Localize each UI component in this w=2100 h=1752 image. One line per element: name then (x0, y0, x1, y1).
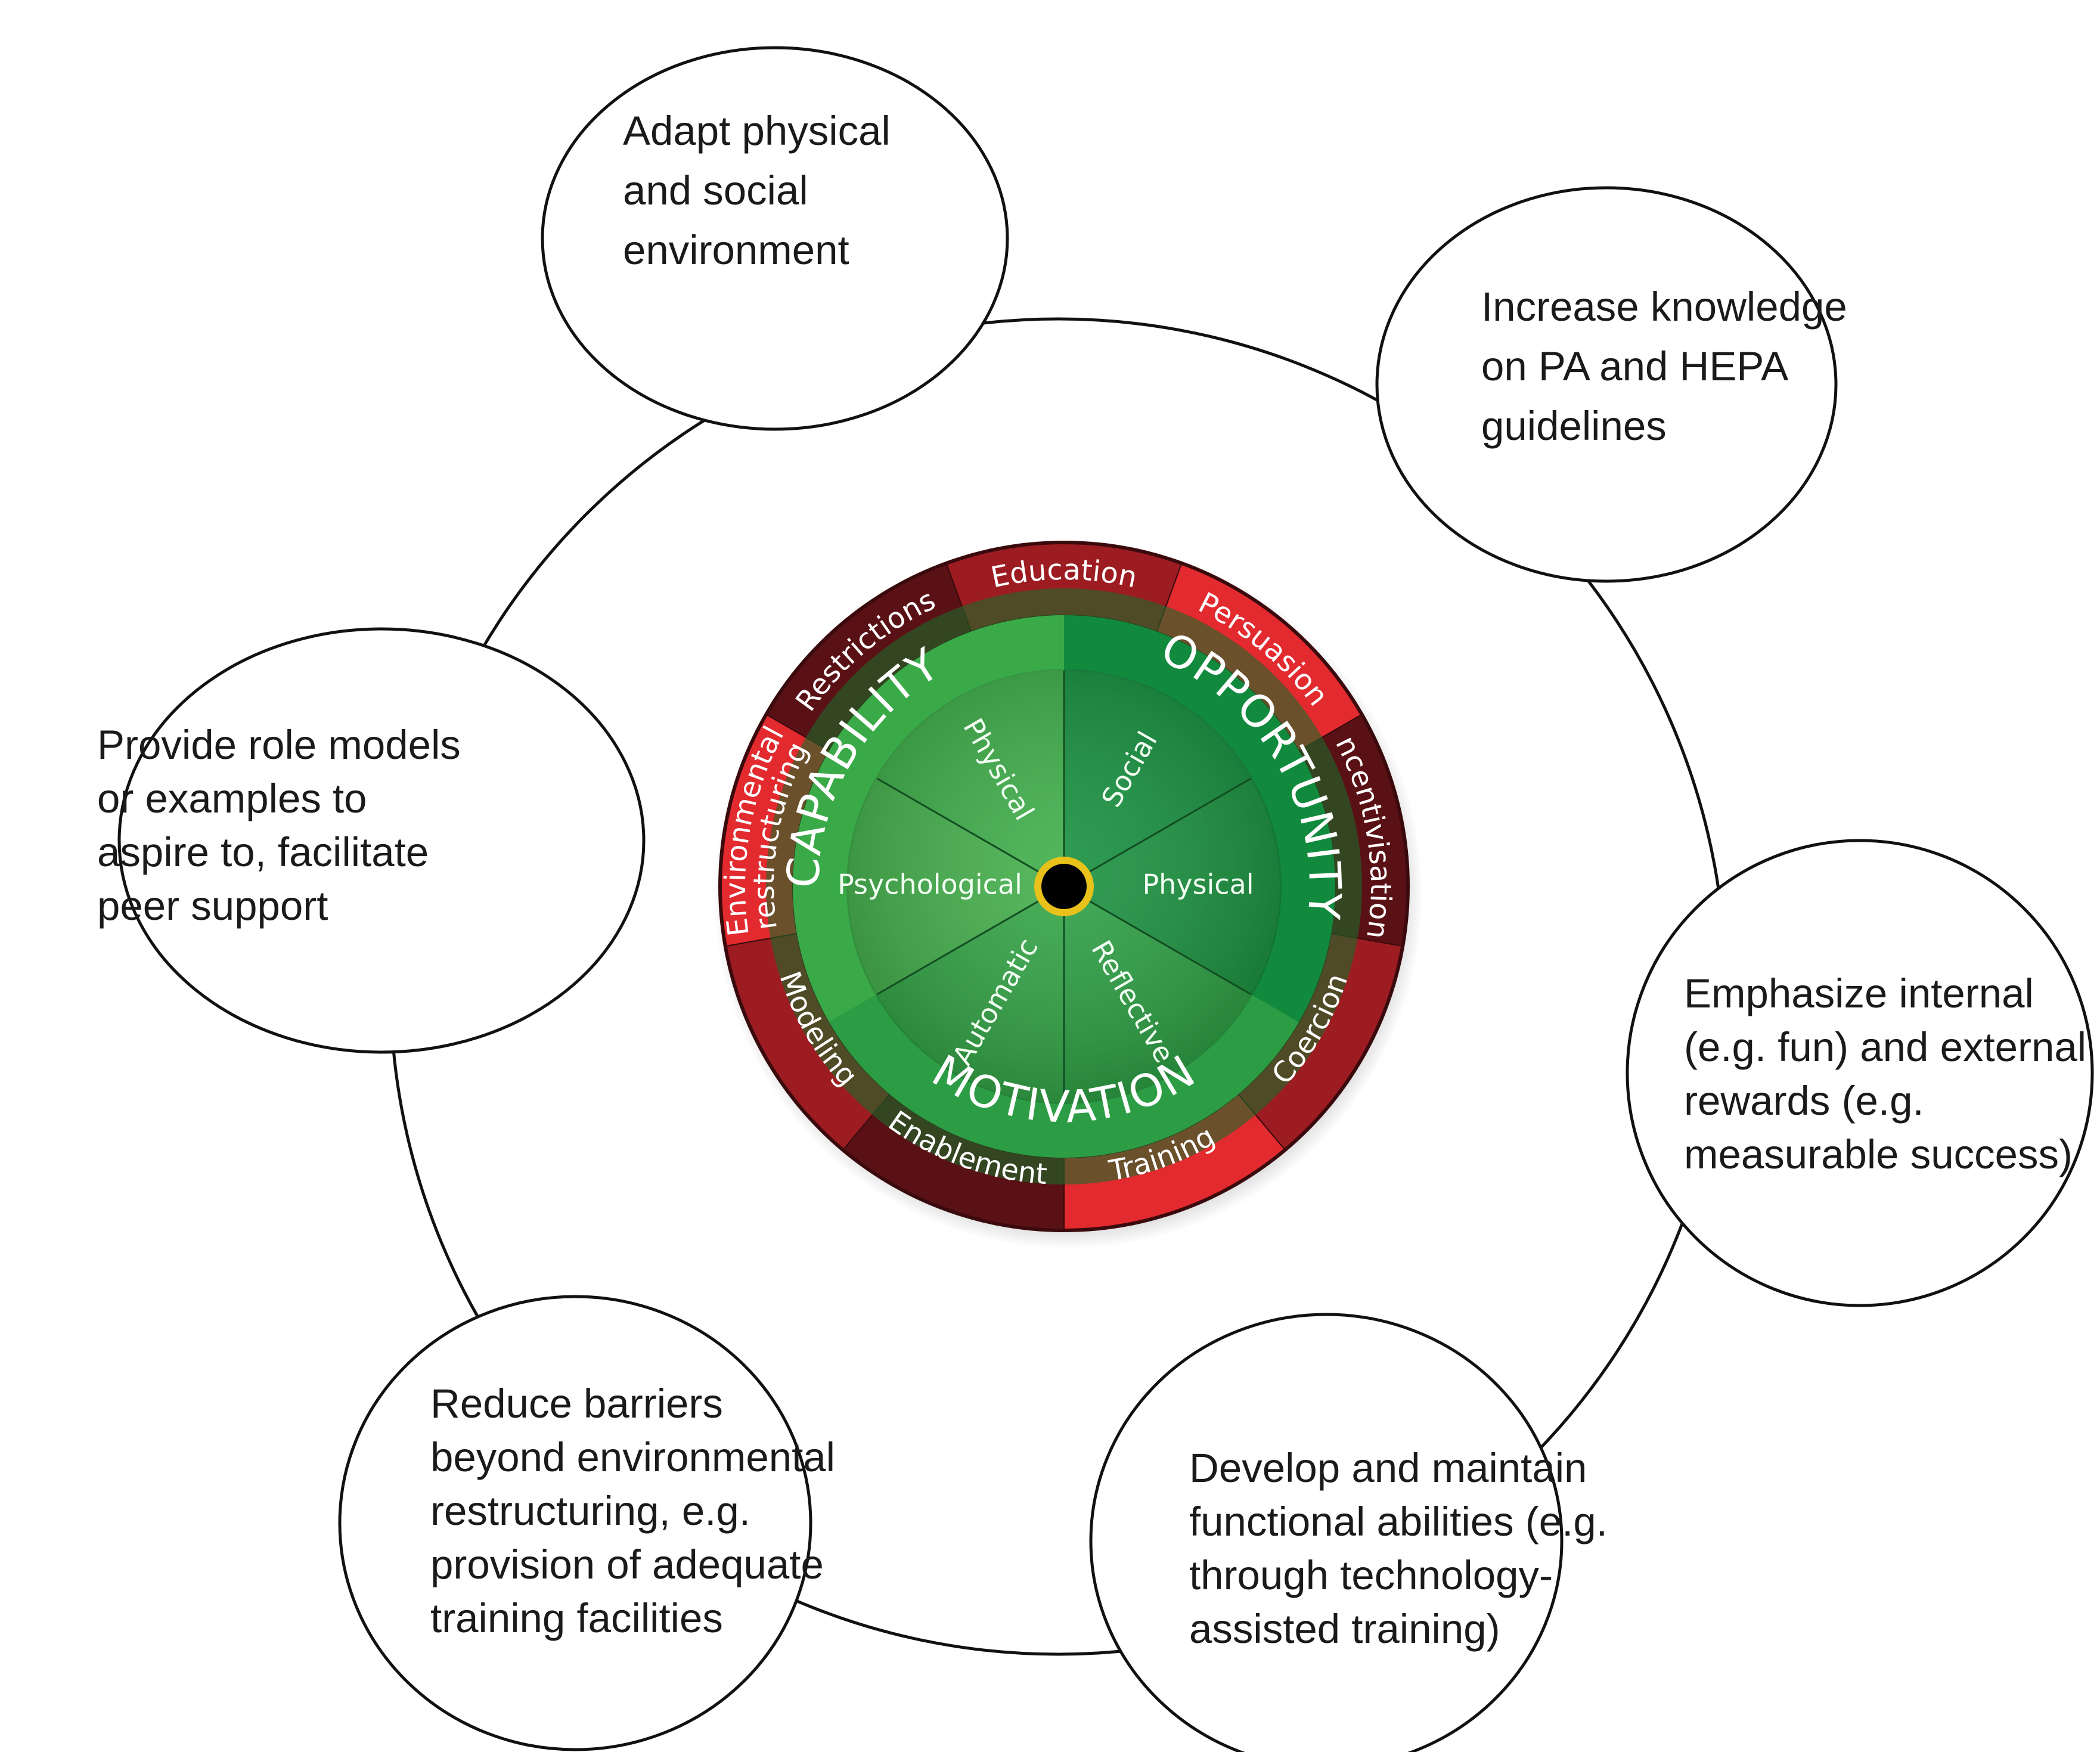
bubble-text-line: Reduce barriers (430, 1381, 723, 1427)
bubble-text-line: Emphasize internal (1684, 970, 2034, 1016)
recommendation-bubble-6: Provide role models or examples to aspire … (97, 627, 646, 1054)
bubble-outline (1375, 186, 1838, 583)
source-band-capability (793, 615, 1064, 1022)
component-spoke (876, 777, 1065, 888)
bubble-outline (541, 46, 1009, 431)
source-band-motivation (829, 994, 1299, 1158)
bubble-text-line: assisted training) (1189, 1606, 1500, 1652)
bubble-text-line: measurable success) (1684, 1131, 2073, 1177)
bubble-text-line: peer support (97, 883, 328, 929)
bubble-text-line: aspire to, facilitate (97, 829, 429, 875)
bubble-text-line: functional abilities (e.g. (1189, 1499, 1608, 1545)
bubble-text-line: Increase knowledge (1481, 284, 1847, 330)
bubble-text-line: (e.g. fun) and external (1684, 1024, 2086, 1070)
recommendation-bubble-3: Emphasize internal (e.g. fun) and externa… (1626, 839, 2094, 1307)
bubble-text-line: restructuring, e.g. (430, 1488, 750, 1534)
recommendation-bubble-5: Reduce barriers beyond environmental restr… (338, 1295, 835, 1751)
component-label-psychological: Psychological (837, 869, 1022, 901)
bubble-text-line: guidelines (1481, 403, 1667, 449)
bubble-outline (338, 1295, 812, 1751)
bubble-text-line: rewards (e.g. (1684, 1078, 1924, 1124)
component-spoke (1063, 777, 1252, 888)
bubble-text-line: provision of adequate (430, 1542, 824, 1587)
component-spoke (876, 885, 1065, 996)
recommendation-bubble-2: Increase knowledge on PA and HEPA guidelin… (1375, 186, 1847, 583)
recommendation-bubble-1: Adapt physical and social environment (541, 46, 1009, 431)
bubble-outline (117, 627, 646, 1054)
bubble-text-line: environment (623, 227, 849, 273)
bubble-text-line: on PA and HEPA (1481, 343, 1788, 389)
bubble-text-line: or examples to (97, 776, 367, 821)
bubble-text-line: Adapt physical (623, 108, 891, 154)
component-spokes (876, 671, 1252, 1102)
bubble-text-line: through technology- (1189, 1552, 1553, 1598)
bubble-outline (1626, 839, 2094, 1307)
bubble-text-line: beyond environmental (430, 1434, 835, 1480)
bubble-text-line: and social (623, 168, 808, 213)
bubble-text-line: Provide role models (97, 722, 461, 768)
recommendation-bubble-4: Develop and maintain functional abilities… (1089, 1313, 1608, 1752)
component-spoke (1063, 885, 1252, 996)
source-band-opportunity (1064, 615, 1335, 1022)
sources-ring (793, 615, 1335, 1158)
component-label-physical-opportunity: Physical (1142, 869, 1254, 901)
bubble-text-line: Develop and maintain (1189, 1445, 1587, 1491)
behaviour-hub (1041, 864, 1087, 909)
bubble-outline (1089, 1313, 1564, 1752)
bubble-text-line: training facilities (430, 1595, 723, 1641)
